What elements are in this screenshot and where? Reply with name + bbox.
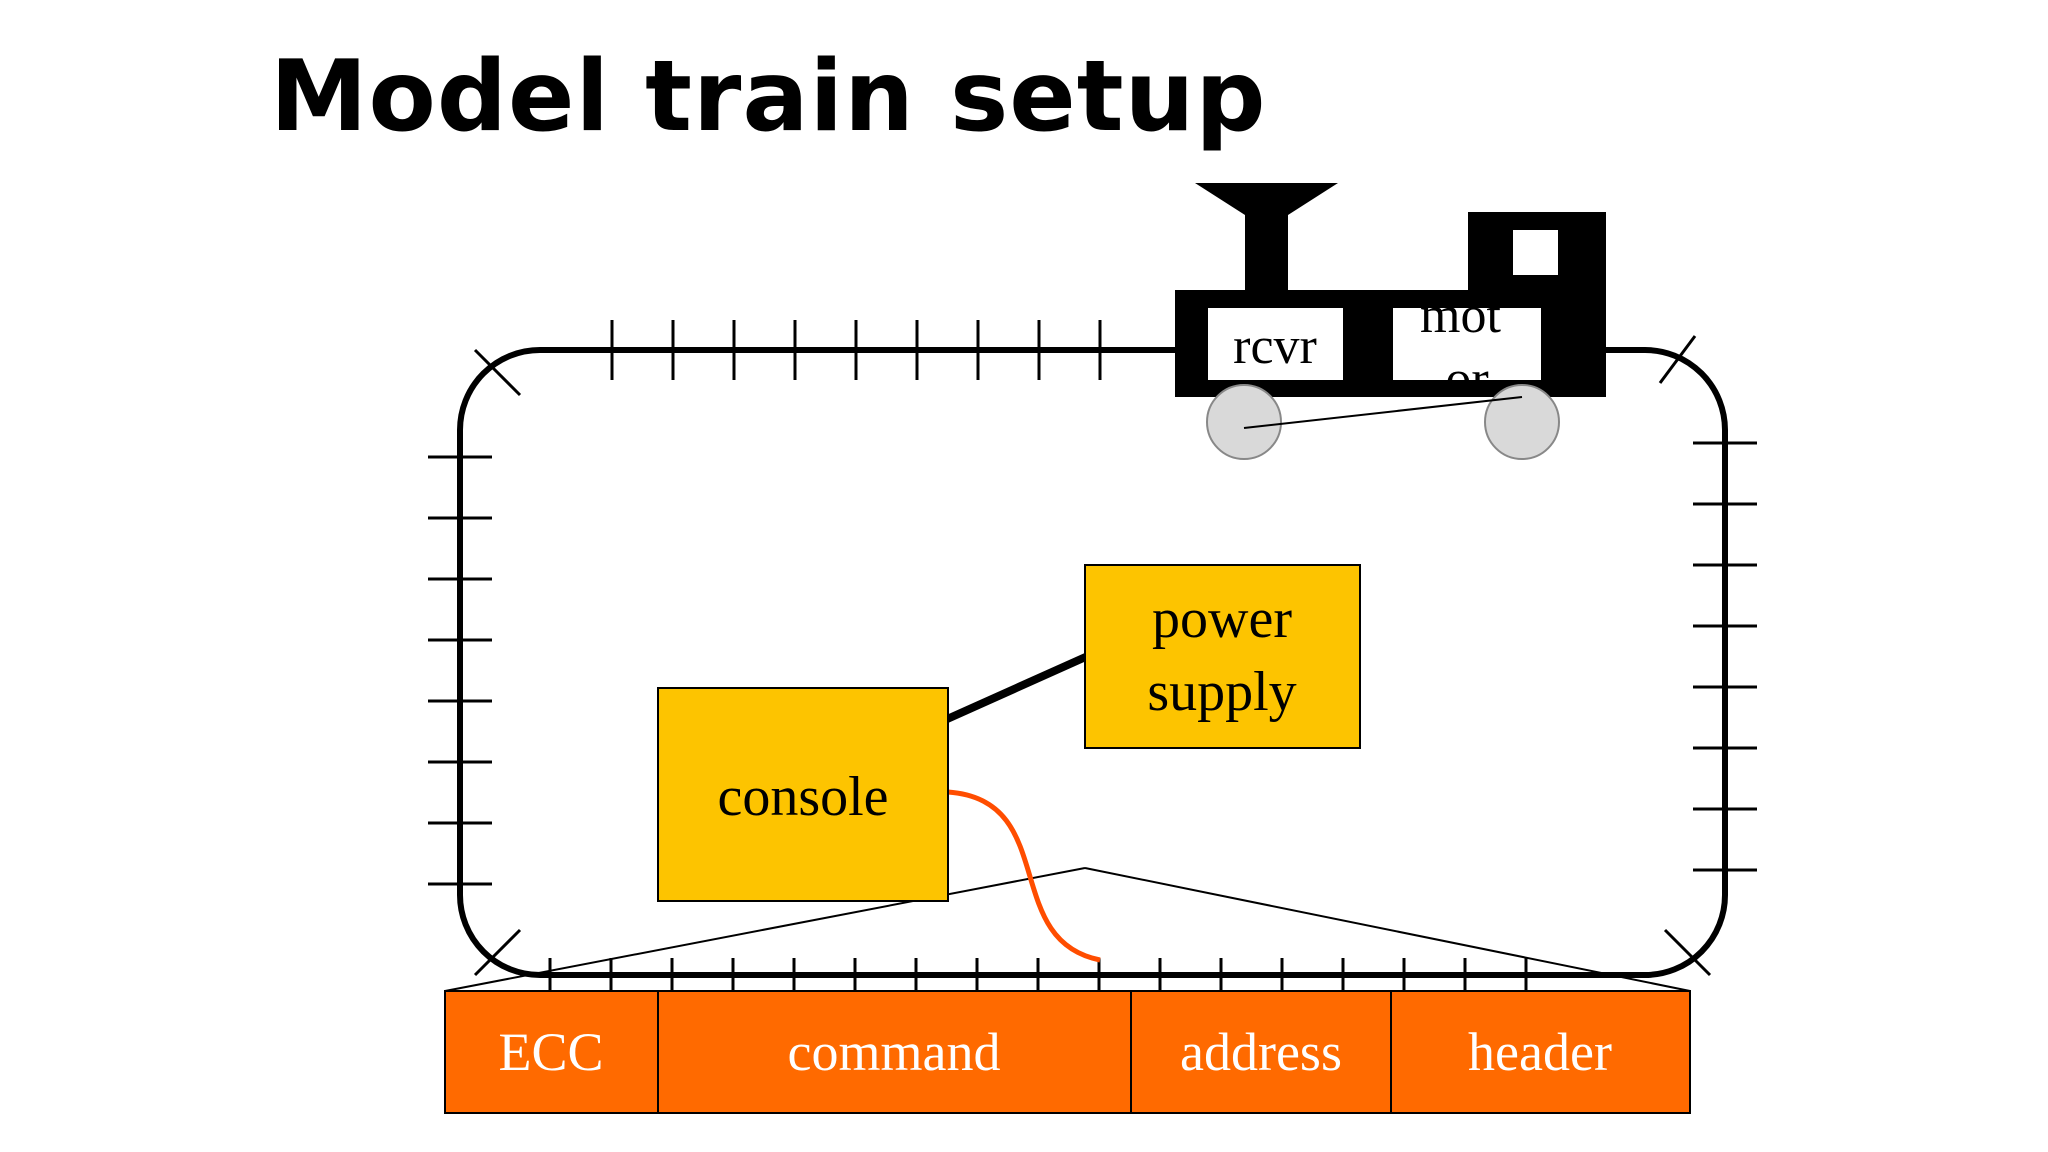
- power-supply-box: [1084, 564, 1361, 749]
- packet-field-ecc: [444, 990, 659, 1114]
- track-tie-corner: [1658, 335, 1697, 384]
- console-label: console: [717, 766, 888, 828]
- track-ties: [428, 320, 1757, 990]
- track-cable: [947, 789, 1101, 963]
- receiver-label: rcvr: [1233, 318, 1317, 375]
- track-loop: [457, 347, 1728, 978]
- packet-expansion-lines: [444, 867, 1691, 992]
- locomotive: rcvr mot or: [1175, 183, 1606, 460]
- console-box: [657, 687, 949, 902]
- slide-title: Model train setup: [270, 40, 1267, 154]
- power-supply-label-line2: supply: [1147, 661, 1296, 723]
- wheel-front: [1206, 384, 1282, 460]
- motor-label-line1: mot: [1420, 287, 1501, 344]
- packet-field-header-label: header: [1468, 1022, 1612, 1082]
- motor-label-line2: or: [1445, 351, 1488, 408]
- smokestack-pipe: [1245, 210, 1288, 295]
- packet-field-command-label: command: [788, 1022, 1001, 1082]
- motor-box: [1393, 308, 1541, 380]
- smokestack: [1195, 183, 1338, 215]
- packet-bar: ECC command address header: [444, 990, 1691, 1114]
- wheel-rear: [1484, 384, 1560, 460]
- motor-label: mot or: [1420, 287, 1514, 408]
- packet-field-address: [1130, 990, 1392, 1114]
- packet-field-ecc-label: ECC: [498, 1022, 603, 1082]
- packet-field-address-label: address: [1180, 1022, 1342, 1082]
- power-cable: [943, 651, 1092, 724]
- track-tie-corner: [1663, 928, 1712, 977]
- track-tie-corner: [473, 928, 522, 977]
- cab-window: [1513, 230, 1558, 275]
- packet-field-header: [1390, 990, 1691, 1114]
- wheel-connecting-rod: [1243, 396, 1523, 429]
- track-tie-corner: [473, 348, 522, 397]
- receiver-box: [1208, 308, 1343, 380]
- power-supply-label-line1: power: [1152, 588, 1292, 650]
